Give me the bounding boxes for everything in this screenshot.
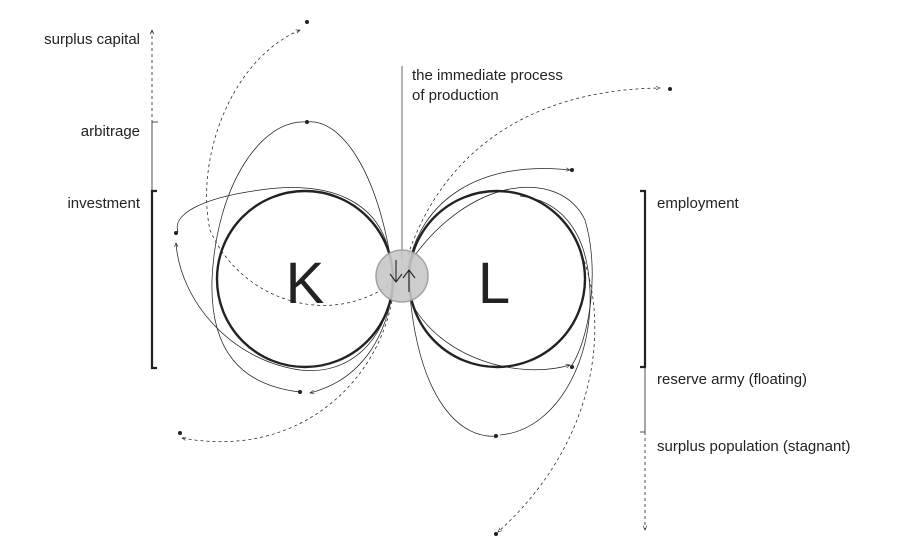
dot-l-stagnant: [494, 532, 498, 536]
nodes: K L: [215, 189, 587, 369]
dot-surplus-capital: [305, 20, 309, 24]
flow-l-stagnant-dashed: [498, 249, 596, 532]
label-production-line1: the immediate process: [412, 67, 563, 84]
label-reserve-army: reserve army (floating): [657, 371, 807, 388]
dot-l-upper: [570, 168, 574, 172]
flow-k-arbitrage: [211, 121, 393, 393]
flow-l-outer: [409, 187, 593, 369]
labour-letter: L: [478, 251, 510, 316]
label-surplus-capital: surplus capital: [44, 31, 140, 48]
label-investment: investment: [67, 195, 140, 212]
dot-k-outflow: [178, 431, 182, 435]
dot-l-reserve: [570, 365, 574, 369]
left-scale: surplus capital arbitrage investment: [44, 30, 158, 370]
right-scale: employment reserve army (floating) surpl…: [640, 189, 850, 530]
flow-l-lower: [409, 295, 498, 436]
employment-bracket: [640, 189, 647, 369]
production-arrow-up: [402, 269, 416, 292]
dot-investment: [174, 231, 178, 235]
flow-l-upper: [407, 168, 570, 269]
labour-flows: [407, 88, 660, 532]
flow-k-investment: [176, 187, 393, 277]
center-label: the immediate process of production: [401, 66, 563, 262]
dot-l-surplus: [668, 87, 672, 91]
flow-k-outflow-dashed: [182, 294, 394, 443]
label-employment: employment: [657, 195, 740, 212]
flow-l-reserve: [409, 299, 570, 371]
investment-bracket: [150, 189, 157, 370]
dot-arbitrage: [305, 120, 309, 124]
label-arbitrage: arbitrage: [81, 123, 140, 140]
flow-k-investment-return: [176, 243, 393, 372]
flow-k-surplus-capital: [206, 30, 394, 306]
capital-letter: K: [286, 251, 325, 316]
label-surplus-population: surplus population (stagnant): [657, 438, 850, 455]
label-production-line2: of production: [412, 87, 499, 104]
dot-l-lower: [494, 434, 498, 438]
production-arrow-down: [389, 260, 403, 283]
production-node: [375, 249, 429, 303]
flow-endpoints: [174, 20, 672, 536]
flow-l-surplus-dashed: [407, 88, 660, 256]
capital-flows: [176, 30, 394, 443]
flow-l-right-loop: [499, 195, 591, 436]
dot-k-lower: [298, 390, 302, 394]
